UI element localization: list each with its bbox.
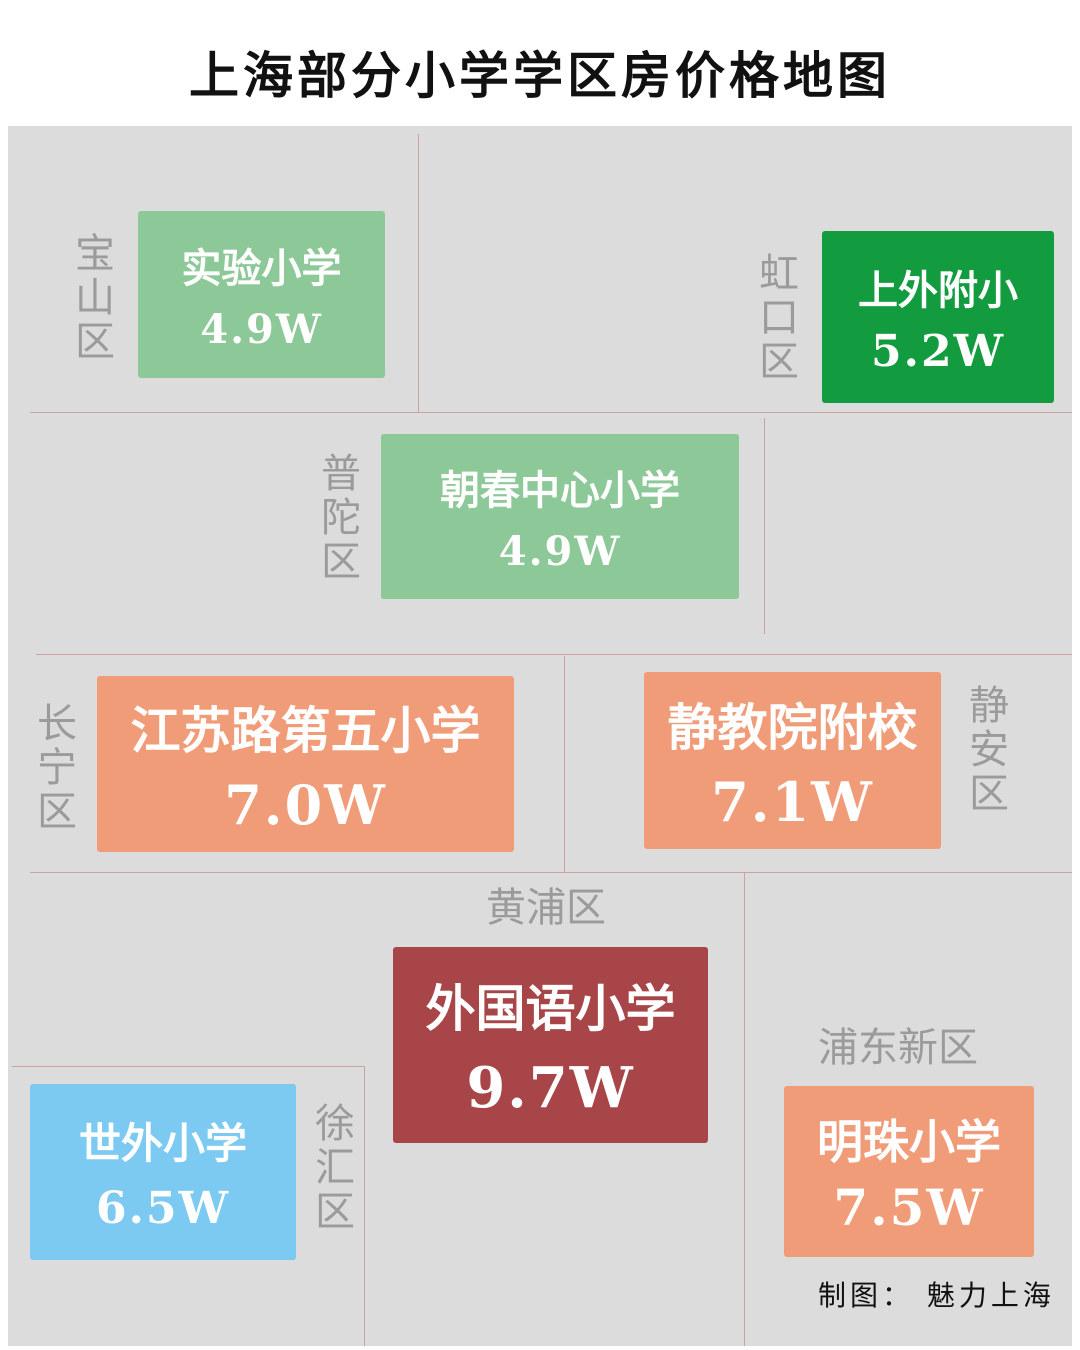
divider-line — [764, 418, 765, 634]
divider-line — [36, 654, 1072, 655]
school-price: 6.5W — [96, 1183, 230, 1234]
school-price: 4.9W — [200, 306, 323, 353]
school-box-shiyan: 实验小学 4.9W — [138, 211, 385, 378]
district-label-huangpu: 黄浦区 — [486, 885, 606, 931]
school-name: 外国语小学 — [425, 980, 676, 1038]
school-box-shiwai: 世外小学 6.5W — [30, 1084, 296, 1260]
district-label-putuo: 普陀区 — [321, 451, 361, 585]
school-box-shangwai: 上外附小 5.2W — [822, 231, 1054, 403]
school-name: 朝春中心小学 — [440, 468, 680, 514]
district-label-jingan: 静安区 — [969, 683, 1009, 817]
school-price: 7.0W — [224, 773, 387, 837]
divider-line — [744, 872, 745, 1346]
school-name: 上外附小 — [858, 267, 1018, 314]
school-box-jiangsulu: 江苏路第五小学 7.0W — [97, 676, 514, 852]
school-box-waiguoyu: 外国语小学 9.7W — [393, 947, 708, 1143]
divider-line — [12, 1066, 364, 1067]
page-title: 上海部分小学学区房价格地图 — [189, 47, 891, 105]
school-name: 实验小学 — [181, 246, 342, 292]
district-label-baoshan: 宝山区 — [75, 231, 115, 365]
school-name: 江苏路第五小学 — [130, 702, 481, 760]
district-label-pudong: 浦东新区 — [818, 1025, 978, 1071]
district-label-hongkou: 虹口区 — [759, 251, 799, 385]
map-credit: 制图： 魅力上海 — [818, 1279, 1055, 1312]
school-name: 明珠小学 — [817, 1115, 1001, 1169]
school-box-jingjiao: 静教院附校 7.1W — [644, 672, 941, 849]
divider-line — [418, 134, 419, 412]
divider-line — [364, 1066, 365, 1346]
school-price: 9.7W — [466, 1055, 635, 1121]
school-name: 静教院附校 — [667, 698, 918, 757]
divider-line — [30, 872, 1072, 873]
school-box-chaochun: 朝春中心小学 4.9W — [381, 434, 739, 599]
school-name: 世外小学 — [78, 1119, 247, 1168]
district-label-changning: 长宁区 — [37, 701, 77, 835]
school-box-mingzhu: 明珠小学 7.5W — [784, 1086, 1034, 1257]
divider-line — [564, 656, 565, 872]
school-price: 7.5W — [833, 1178, 985, 1237]
school-price: 7.1W — [711, 769, 874, 834]
school-price: 5.2W — [871, 325, 1005, 377]
school-price: 4.9W — [498, 528, 622, 575]
divider-line — [30, 412, 1072, 413]
district-label-xuhui: 徐汇区 — [315, 1101, 355, 1235]
